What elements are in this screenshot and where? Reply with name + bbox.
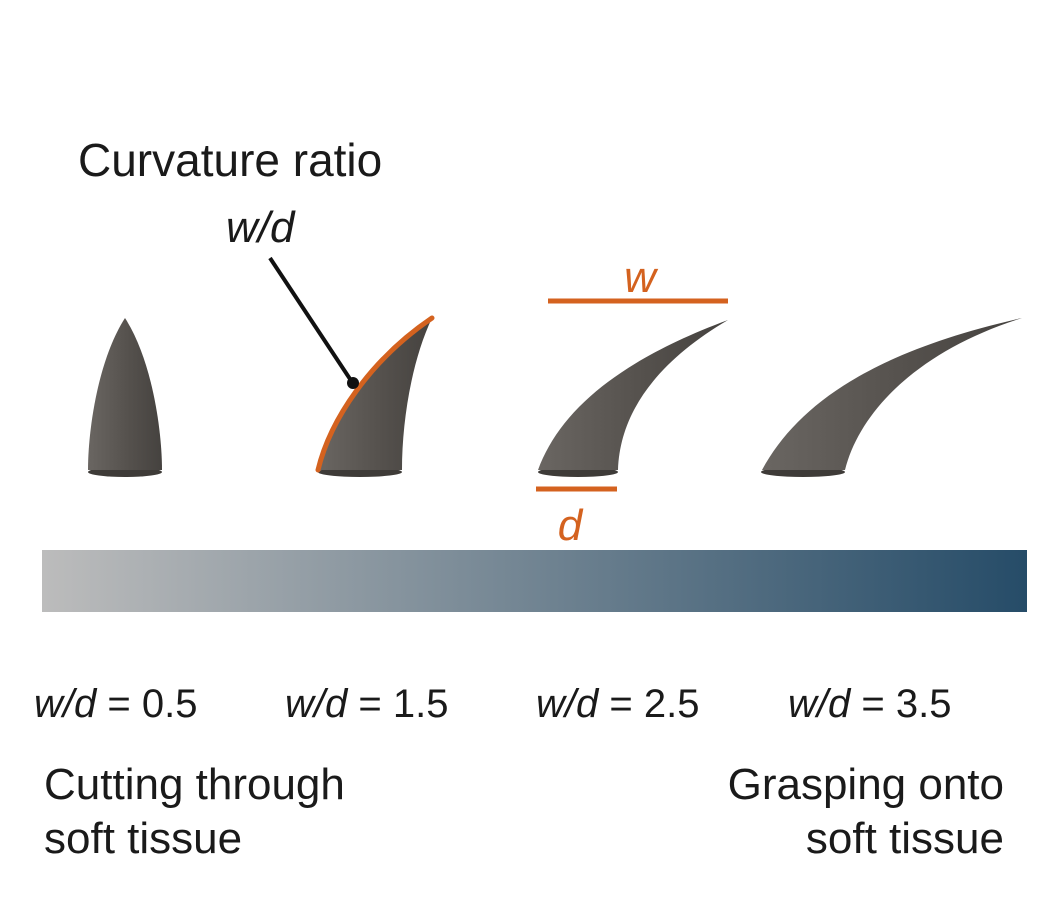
ratio-symbol: w/d (34, 682, 97, 726)
label-leader-line (268, 256, 354, 384)
ratio-number: 3.5 (895, 682, 952, 726)
equals-sign: = (107, 682, 131, 726)
ratio-value-1: w/d = 0.5 (34, 676, 197, 732)
ratio-symbol: w/d (536, 682, 599, 726)
caption-grasping-line2: soft tissue (805, 814, 1004, 863)
claw-ratio-2.5: w d (536, 253, 728, 550)
ratio-value-4: w/d = 3.5 (788, 676, 951, 732)
ratio-number: 1.5 (392, 682, 449, 726)
ratio-value-3: w/d = 2.5 (536, 676, 699, 732)
claw-ratio-1.5 (268, 256, 435, 477)
curvature-highlight (315, 315, 435, 473)
caption-cutting: Cutting through soft tissue (44, 758, 345, 866)
caption-cutting-line1: Cutting through (44, 760, 345, 809)
ratio-label: w/d (226, 203, 295, 252)
caption-grasping-line1: Grasping onto (727, 760, 1004, 809)
figure-title: Curvature ratio (78, 134, 383, 186)
width-label: w (624, 253, 659, 302)
caption-grasping: Grasping onto soft tissue (728, 758, 1004, 866)
ratio-value-2: w/d = 1.5 (285, 676, 448, 732)
ratio-symbol: w/d (285, 682, 348, 726)
caption-cutting-line2: soft tissue (44, 814, 243, 863)
equals-sign: = (861, 682, 885, 726)
leader-dot (347, 377, 359, 389)
ratio-symbol: w/d (788, 682, 851, 726)
equals-sign: = (609, 682, 633, 726)
ratio-number: 2.5 (643, 682, 700, 726)
ratio-number: 0.5 (141, 682, 198, 726)
curvature-gradient-bar (42, 550, 1027, 612)
claw-ratio-0.5 (88, 318, 162, 477)
equals-sign: = (358, 682, 382, 726)
depth-label: d (558, 501, 584, 550)
claw-ratio-3.5 (761, 318, 1022, 477)
